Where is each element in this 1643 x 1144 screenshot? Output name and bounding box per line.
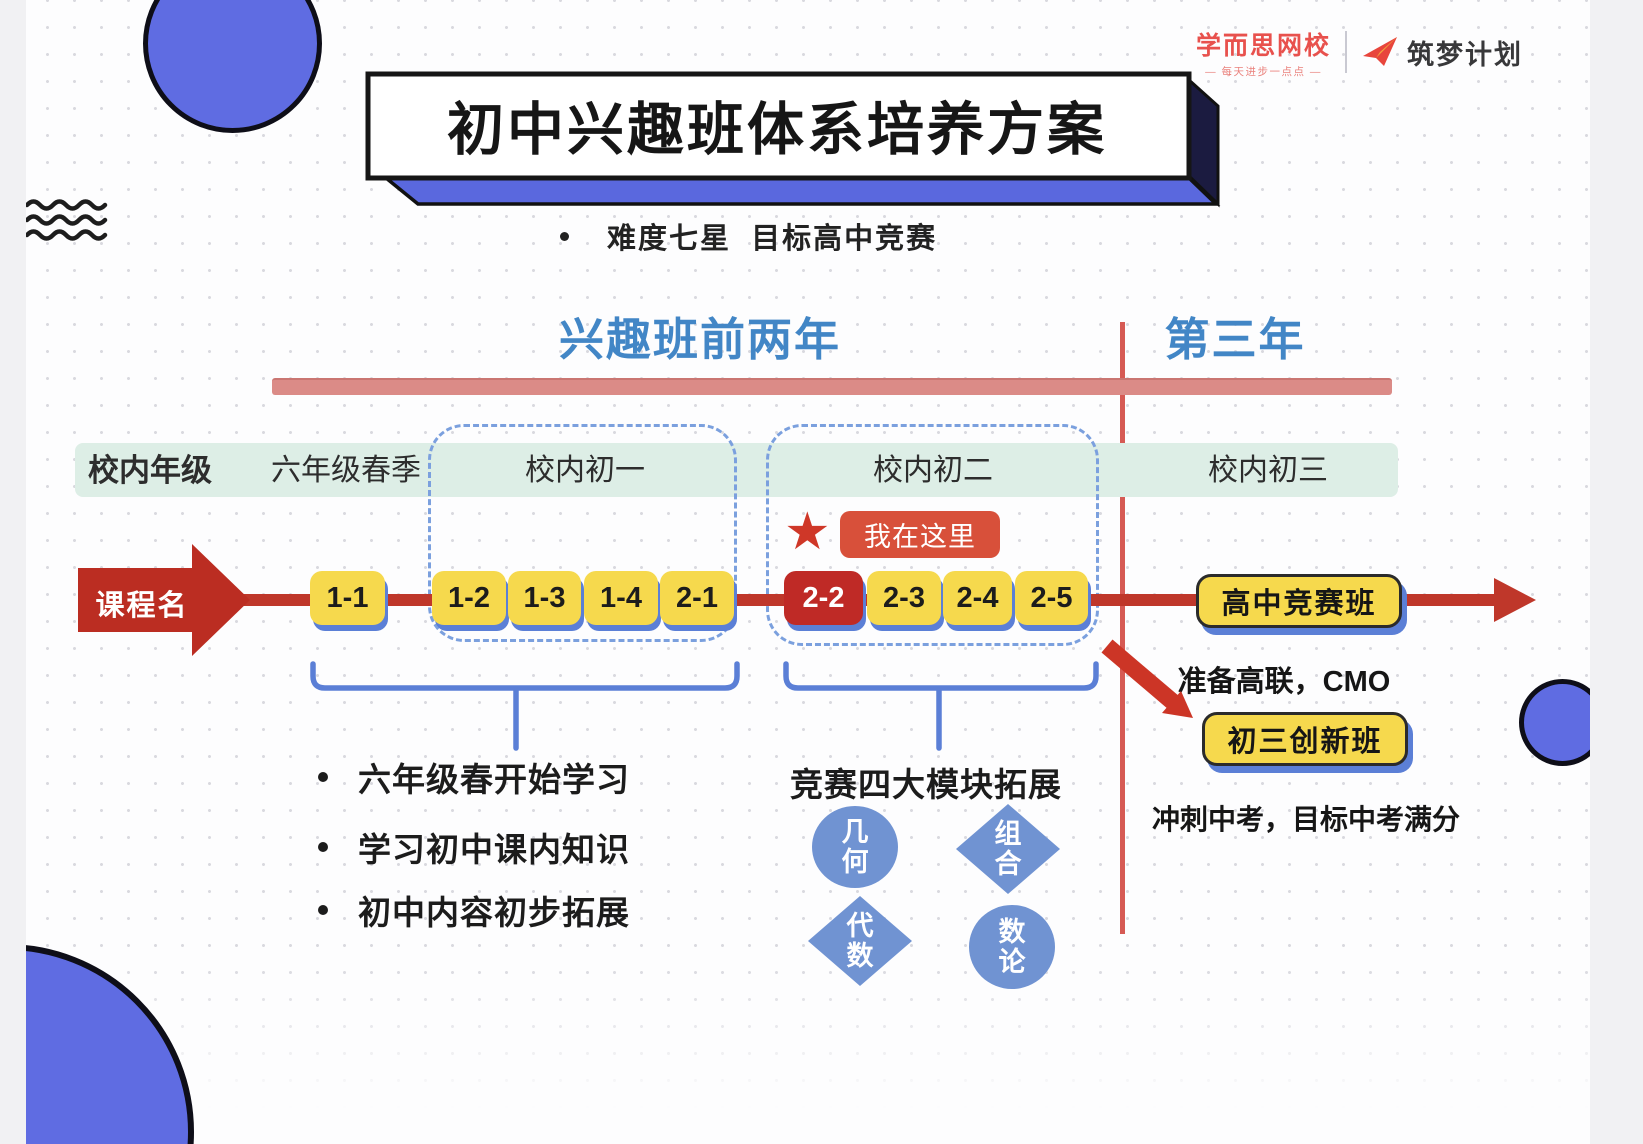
course-box: 2-1 [660, 571, 734, 625]
note-text: 初中内容初步拓展 [358, 894, 630, 931]
grade-row-label: 校内年级 [88, 453, 212, 488]
course-box: 1-1 [310, 571, 385, 625]
course-box: 1-4 [584, 571, 658, 625]
module-label: 代数 [846, 910, 874, 971]
school-tagline: — 每天进步一点点 — [1205, 65, 1322, 78]
course-box-current: 2-2 [784, 571, 863, 625]
high-school-competition-class-box: 高中竞赛班 [1196, 574, 1402, 628]
subtitle-text: 难度七星 目标高中竞赛 [607, 223, 938, 255]
course-label-arrow [78, 544, 250, 656]
phase1-note-item: 学习初中课内知识 [318, 828, 630, 868]
here-marker-badge: 我在这里 [840, 511, 1000, 558]
bullet-dot [318, 905, 328, 915]
note-text: 六年级春开始学习 [358, 761, 630, 798]
squiggle-lines-icon [24, 199, 108, 241]
slide-title: 初中兴趣班体系培养方案 [447, 98, 1107, 162]
program-name: 筑梦计划 [1407, 39, 1524, 70]
module-number-theory: 数论 [969, 905, 1055, 989]
junior1-group-outline [428, 424, 737, 642]
bullet-dot [318, 772, 328, 782]
note-text: 学习初中课内知识 [358, 831, 630, 868]
school-name: 学而思网校 [1196, 31, 1332, 60]
junior2-group-outline [766, 424, 1099, 646]
program-logo: 筑梦计划 [1361, 33, 1523, 72]
bullet-dot [560, 231, 569, 241]
module-label: 数论 [998, 916, 1026, 977]
course-box: 1-3 [508, 571, 581, 625]
grade-grade6-spring: 六年级春季 [271, 454, 421, 487]
school-logo: 学而思网校 — 每天进步一点点 — [1196, 26, 1331, 79]
grade-junior2: 校内初二 [873, 454, 993, 487]
left-edge-strip [0, 0, 26, 1144]
bullet-dot [318, 842, 328, 852]
phase1-note-item: 初中内容初步拓展 [318, 891, 630, 931]
grade-junior1: 校内初一 [525, 454, 645, 487]
brand-header: 学而思网校 — 每天进步一点点 — 筑梦计划 [1196, 24, 1526, 80]
phase2-brace [783, 661, 1099, 751]
phase1-brace [310, 661, 740, 751]
current-position-star-icon: ★ [784, 503, 831, 561]
section-third-year: 第三年 [1164, 314, 1306, 365]
module-label: 几何 [841, 816, 869, 877]
exam-note: 冲刺中考，目标中考满分 [1151, 804, 1460, 835]
prep-note: 准备高联，CMO [1177, 666, 1391, 698]
track-arrowhead-icon [1494, 578, 1536, 622]
year-divider-line [1120, 322, 1125, 934]
module-label: 组合 [994, 818, 1022, 879]
course-box: 2-5 [1015, 571, 1088, 625]
right-edge-strip [1590, 0, 1643, 1144]
subtitle-row: 难度七星 目标高中竞赛 [560, 214, 1100, 258]
timeline-underline-bar [272, 378, 1392, 395]
module-geometry: 几何 [812, 806, 898, 888]
grade-junior3: 校内初三 [1208, 454, 1328, 487]
paper-plane-icon [1363, 37, 1398, 66]
phase1-note-item: 六年级春开始学习 [318, 758, 630, 798]
logo-divider [1345, 31, 1348, 73]
title-banner [365, 71, 1221, 208]
course-box: 2-3 [867, 571, 941, 625]
junior3-innovation-class-box: 初三创新班 [1202, 712, 1408, 766]
course-box: 1-2 [432, 571, 506, 625]
modules-heading: 竞赛四大模块拓展 [790, 766, 1062, 803]
course-track-label: 课程名 [95, 590, 189, 622]
branch-arrow-icon [1101, 639, 1193, 718]
section-first-two-years: 兴趣班前两年 [558, 314, 841, 365]
course-box: 2-4 [943, 571, 1012, 625]
